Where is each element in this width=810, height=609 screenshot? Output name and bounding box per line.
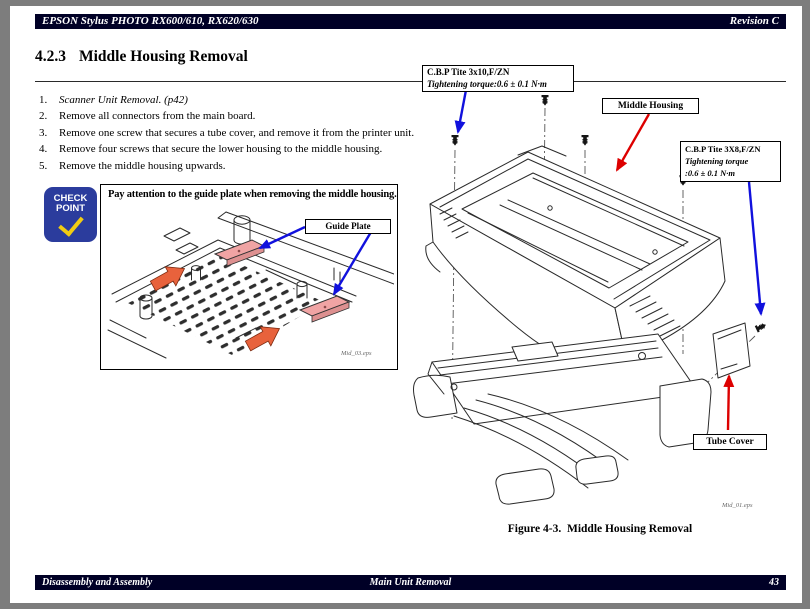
step-item: 3. Remove one screw that secures a tube … (39, 127, 424, 139)
blue-pointer-arrow (332, 226, 376, 296)
page-number: 43 (769, 577, 779, 588)
footer-left: Disassembly and Assembly (42, 577, 153, 588)
blue-pointer-arrow (747, 181, 766, 316)
footer-bar: Disassembly and Assembly Main Unit Remov… (35, 575, 786, 590)
header-title: EPSON Stylus PHOTO RX600/610, RX620/630 (42, 15, 259, 27)
footer-center: Main Unit Removal (369, 577, 452, 588)
blue-pointer-arrow (454, 89, 468, 134)
screw-label-top: C.B.P Tite 3x10,F/ZN Tightening torque:0… (422, 65, 574, 92)
revision-label: Revision C (729, 15, 779, 27)
checkpoint-badge-line2: POINT (55, 202, 86, 214)
screw-label-right: C.B.P Tite 3X8,F/ZN Tightening torque :0… (680, 141, 781, 182)
step-text: Remove four screws that secure the lower… (59, 143, 383, 156)
step-text: Remove the middle housing upwards. (59, 159, 226, 172)
screw-label-right-line2: Tightening torque (685, 156, 749, 166)
step-item: 1. Scanner Unit Removal. (p42) (39, 94, 424, 106)
slot-field (126, 254, 324, 356)
tube-cover-art (712, 322, 751, 379)
screw-icon (754, 321, 768, 333)
tube-cover-label: Tube Cover (693, 434, 767, 450)
procedure-steps: 1. Scanner Unit Removal. (p42) 2. Remove… (39, 94, 424, 176)
step-number: 2. (39, 110, 48, 123)
guide-plate-highlight (213, 239, 351, 323)
figure-file-note: Mid_01.eps (722, 502, 753, 509)
screw-icon (541, 94, 549, 107)
red-pointer-arrow (615, 113, 651, 172)
section-title: 4.2.3 Middle Housing Removal (35, 48, 248, 66)
screw-label-right-line1: C.B.P Tite 3X8,F/ZN (685, 144, 761, 154)
step-text: Remove all connectors from the main boar… (59, 110, 256, 123)
title-rule (35, 81, 786, 82)
middle-housing-art (425, 145, 726, 359)
middle-housing-label: Middle Housing (602, 98, 699, 114)
checkpoint-badge: CHECK POINT (44, 187, 97, 242)
printer-unit-art (413, 333, 712, 505)
screw-label-right-line3: :0.6 ± 0.1 N·m (685, 168, 735, 178)
step-text: Scanner Unit Removal. (p42) (59, 94, 188, 106)
step-number: 3. (39, 126, 48, 139)
figure-caption: Figure 4-3. Middle Housing Removal (507, 523, 693, 535)
red-pointer-arrow (723, 374, 735, 431)
screw-icon (581, 134, 589, 147)
step-number: 4. (39, 143, 48, 156)
step-item: 5. Remove the middle housing upwards. (39, 160, 424, 172)
guide-plate-label: Guide Plate (305, 219, 391, 234)
section-number: 4.2.3 (35, 48, 66, 65)
step-text: Remove one screw that secures a tube cov… (59, 126, 415, 139)
step-number: 5. (39, 159, 48, 172)
manual-page: EPSON Stylus PHOTO RX600/610, RX620/630 … (10, 6, 802, 603)
checkpoint-badge-line1: CHECK (53, 193, 88, 204)
screw-label-top-line2: Tightening torque:0.6 ± 0.1 N·m (427, 78, 547, 89)
step-item: 2. Remove all connectors from the main b… (39, 110, 424, 122)
section-title-text: Middle Housing Removal (79, 48, 248, 65)
step-item: 4. Remove four screws that secure the lo… (39, 143, 424, 155)
screw-icon (451, 134, 459, 147)
exploded-diagram (413, 89, 768, 505)
checkpoint-note: Pay attention to the guide plate when re… (108, 189, 397, 200)
checkmark-icon (57, 210, 84, 237)
screw-label-top-line1: C.B.P Tite 3x10,F/ZN (427, 67, 510, 77)
step-number: 1. (39, 94, 48, 106)
inset-file-note: Mid_03.eps (341, 350, 372, 357)
blue-pointer-arrow (258, 225, 306, 250)
header-bar: EPSON Stylus PHOTO RX600/610, RX620/630 … (35, 14, 786, 29)
guide-plate-inset-figure (107, 211, 394, 359)
